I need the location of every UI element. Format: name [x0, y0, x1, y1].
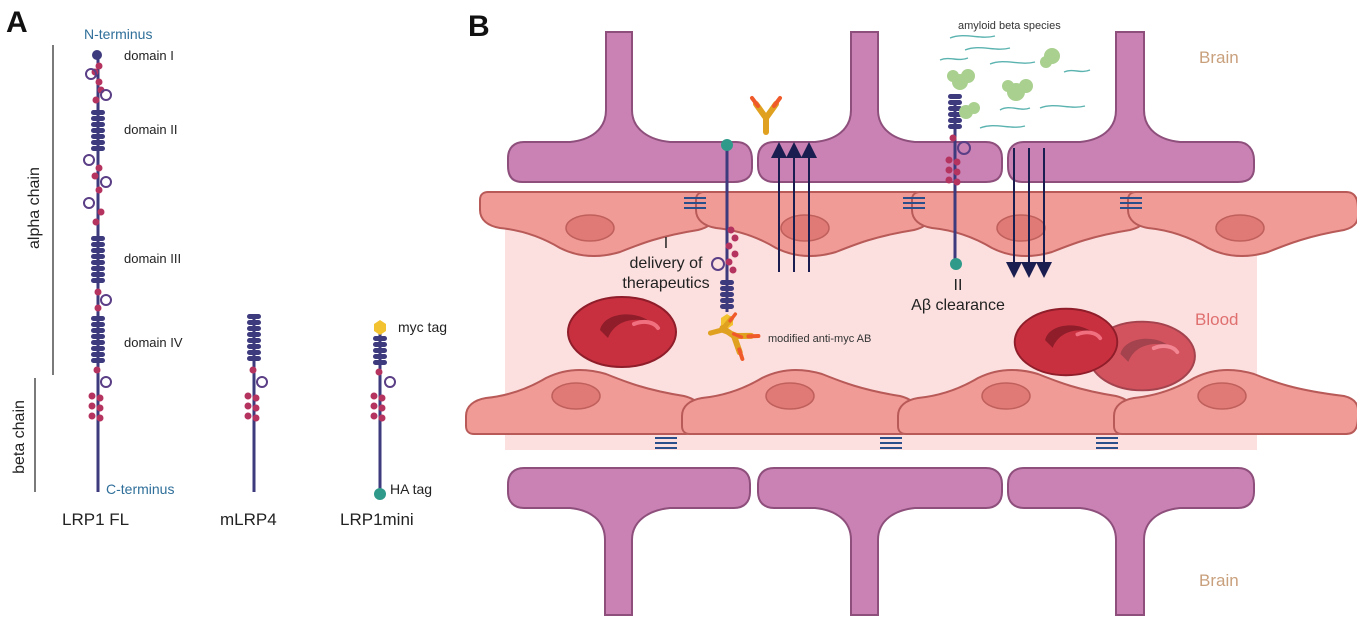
transport-arrows — [771, 142, 1052, 278]
construct-mlrp4: mLRP4 — [220, 510, 277, 529]
domain-iv-label: domain IV — [124, 335, 183, 350]
astrocytes-bottom — [507, 467, 1255, 616]
domain-iii-label: domain III — [124, 251, 182, 266]
antibody-brain — [752, 98, 780, 132]
panel-b — [465, 31, 1357, 616]
nuclei-top — [565, 214, 1265, 242]
c-terminus-label: C-terminus — [106, 481, 175, 497]
ha-tag-marker — [374, 488, 386, 500]
receptor-clearance — [945, 94, 971, 270]
mlrp4-receptor — [244, 314, 268, 492]
amyloid-beta-species — [939, 35, 1091, 129]
clearance-numeral: II — [953, 277, 963, 294]
myc-tag-marker — [374, 320, 386, 335]
beta-chain-label: beta chain — [11, 400, 28, 474]
antibody-label: modified anti-myc AB — [768, 333, 872, 345]
tight-junctions — [655, 197, 1142, 449]
amyloid-label: amyloid beta species — [958, 20, 1061, 32]
nuclei-bottom — [551, 382, 1247, 410]
delivery-label: I delivery of therapeutics — [612, 234, 720, 294]
lrp1-fl-receptor — [83, 50, 112, 492]
clearance-text: Aβ clearance — [911, 297, 1005, 314]
myc-tag-label: myc tag — [398, 319, 448, 335]
delivery-numeral: I — [663, 235, 669, 252]
brain-top-label: Brain — [1199, 48, 1239, 67]
brain-bottom-label: Brain — [1199, 571, 1239, 590]
panel-a — [34, 45, 396, 500]
clearance-label: II Aβ clearance — [888, 276, 1028, 316]
alpha-chain-label: alpha chain — [26, 167, 43, 249]
lrp1mini-receptor — [370, 320, 396, 500]
receptor-delivery — [707, 139, 758, 359]
delivery-text-2: therapeutics — [622, 275, 710, 292]
construct-lrp1mini: LRP1mini — [340, 510, 414, 529]
delivery-text-1: delivery of — [629, 255, 703, 272]
panel-b-letter: B — [468, 10, 490, 43]
domain-i-label: domain I — [124, 48, 174, 63]
astrocytes-top — [507, 31, 1255, 183]
ha-tag-label: HA tag — [390, 481, 433, 497]
domain-ii-label: domain II — [124, 122, 178, 137]
panel-a-letter: A — [6, 6, 28, 39]
construct-lrp1-fl: LRP1 FL — [62, 510, 130, 529]
n-terminus-label: N-terminus — [84, 26, 153, 42]
blood-label: Blood — [1195, 310, 1239, 329]
